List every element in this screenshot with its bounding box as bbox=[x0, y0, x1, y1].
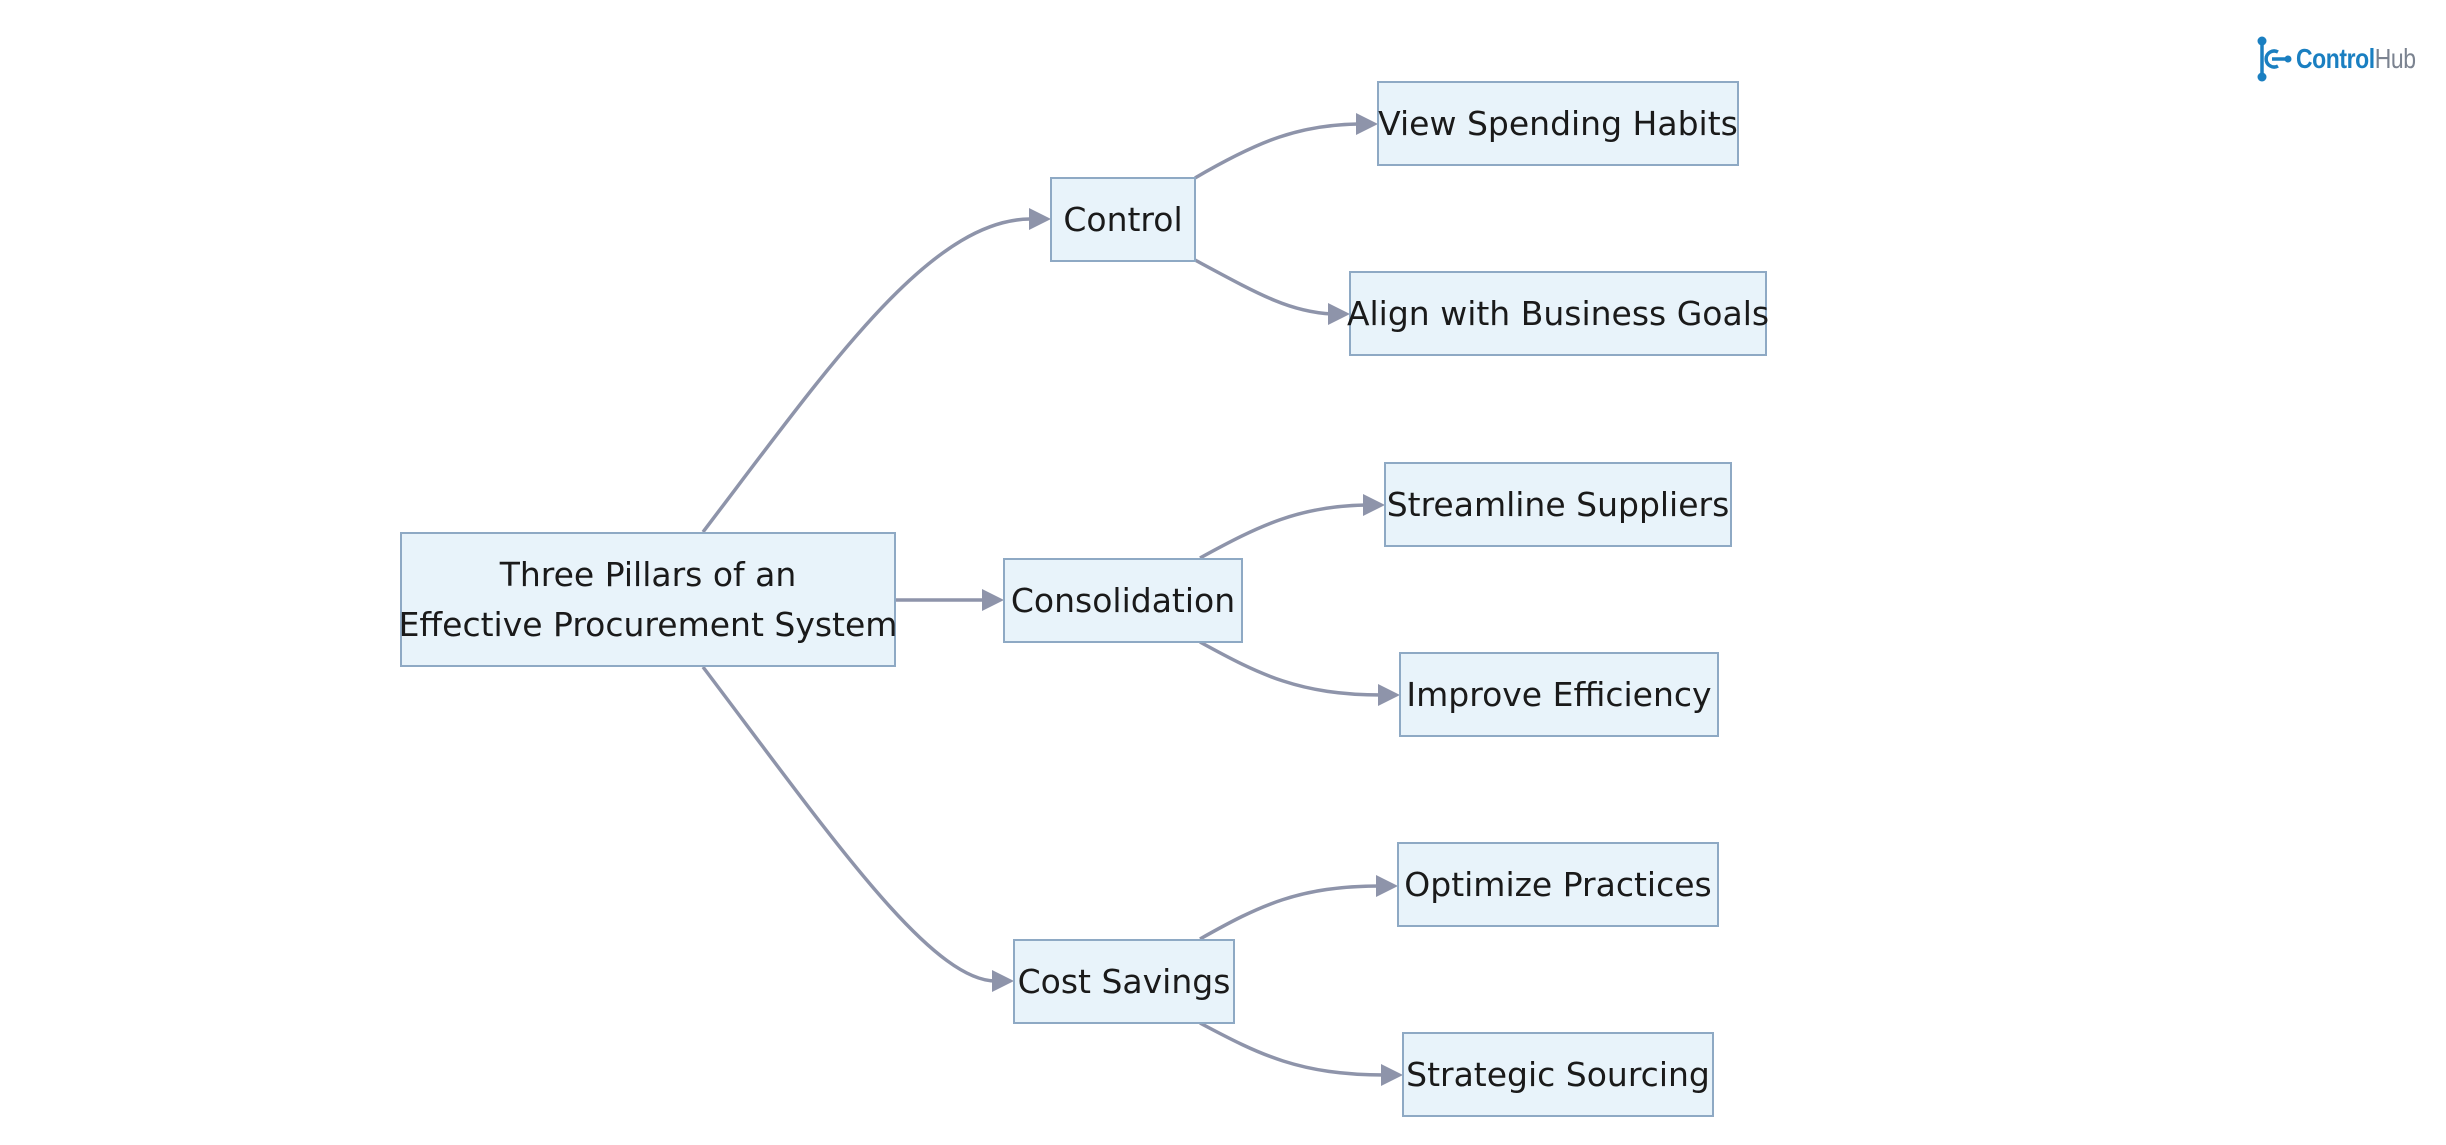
edges-layer bbox=[701, 113, 1403, 1086]
node-label-align-goals: Align with Business Goals bbox=[1347, 294, 1769, 333]
edge-consolidation-to-efficiency bbox=[1199, 640, 1383, 697]
node-label-streamline: Streamline Suppliers bbox=[1387, 485, 1730, 524]
arrowhead-cost-savings-to-optimize bbox=[1376, 875, 1398, 897]
arrowhead-control-to-view-spending bbox=[1356, 113, 1378, 135]
arrowhead-control-to-align-goals bbox=[1328, 303, 1350, 325]
logo-text-control: Control bbox=[2296, 43, 2375, 74]
arrowhead-consolidation-to-streamline bbox=[1363, 494, 1385, 516]
controlhub-logo: ControlHub bbox=[2254, 36, 2442, 82]
arrowhead-root-to-cost-savings bbox=[992, 970, 1014, 992]
arrowhead-consolidation-to-efficiency bbox=[1378, 684, 1400, 706]
node-box-root bbox=[400, 532, 896, 667]
node-box-efficiency bbox=[1399, 652, 1719, 737]
logo-text-hub: Hub bbox=[2374, 43, 2416, 74]
node-box-cost-savings bbox=[1013, 939, 1235, 1024]
node-cost-savings[interactable]: Cost Savings bbox=[1013, 939, 1235, 1024]
node-box-align-goals bbox=[1349, 271, 1767, 356]
controlhub-logo-wordmark: ControlHub bbox=[2296, 43, 2416, 75]
node-streamline[interactable]: Streamline Suppliers bbox=[1384, 462, 1732, 547]
node-box-consolidation bbox=[1003, 558, 1243, 643]
arrowhead-root-to-consolidation bbox=[982, 589, 1004, 611]
node-box-view-spending bbox=[1377, 81, 1739, 166]
node-label-view-spending: View Spending Habits bbox=[1378, 104, 1738, 143]
arrowhead-root-to-control bbox=[1029, 208, 1051, 230]
edge-cost-savings-to-optimize bbox=[1199, 884, 1381, 941]
node-label-optimize: Optimize Practices bbox=[1404, 865, 1711, 904]
node-label-sourcing: Strategic Sourcing bbox=[1406, 1055, 1710, 1094]
edge-control-to-view-spending bbox=[1194, 122, 1359, 180]
controlhub-logo-icon bbox=[2257, 36, 2292, 82]
edge-cost-savings-to-sourcing bbox=[1199, 1021, 1386, 1077]
edge-control-to-align-goals bbox=[1194, 258, 1333, 316]
nodes-layer: Three Pillars of an Effective Procurement… bbox=[399, 81, 1769, 1117]
node-box-control bbox=[1050, 177, 1196, 262]
arrowhead-cost-savings-to-sourcing bbox=[1381, 1064, 1403, 1086]
node-label-control: Control bbox=[1063, 200, 1182, 239]
node-root[interactable]: Three Pillars of an Effective Procurement… bbox=[399, 532, 898, 667]
node-label-root-line1: Three Pillars of an bbox=[499, 555, 797, 594]
edge-root-to-cost-savings bbox=[701, 665, 996, 983]
node-box-optimize bbox=[1397, 842, 1719, 927]
node-sourcing[interactable]: Strategic Sourcing bbox=[1402, 1032, 1714, 1117]
node-box-sourcing bbox=[1402, 1032, 1714, 1117]
node-label-consolidation: Consolidation bbox=[1011, 581, 1235, 620]
node-optimize[interactable]: Optimize Practices bbox=[1397, 842, 1719, 927]
node-control[interactable]: Control bbox=[1050, 177, 1196, 262]
node-view-spending[interactable]: View Spending Habits bbox=[1377, 81, 1739, 166]
edge-consolidation-to-streamline bbox=[1199, 503, 1367, 560]
node-label-cost-savings: Cost Savings bbox=[1018, 962, 1231, 1001]
node-box-streamline bbox=[1384, 462, 1732, 547]
node-align-goals[interactable]: Align with Business Goals bbox=[1347, 271, 1769, 356]
edge-root-to-control bbox=[701, 217, 1031, 534]
node-label-root-line2: Effective Procurement System bbox=[399, 605, 898, 644]
node-consolidation[interactable]: Consolidation bbox=[1003, 558, 1243, 643]
node-efficiency[interactable]: Improve Efficiency bbox=[1399, 652, 1719, 737]
node-label-efficiency: Improve Efficiency bbox=[1406, 675, 1711, 714]
